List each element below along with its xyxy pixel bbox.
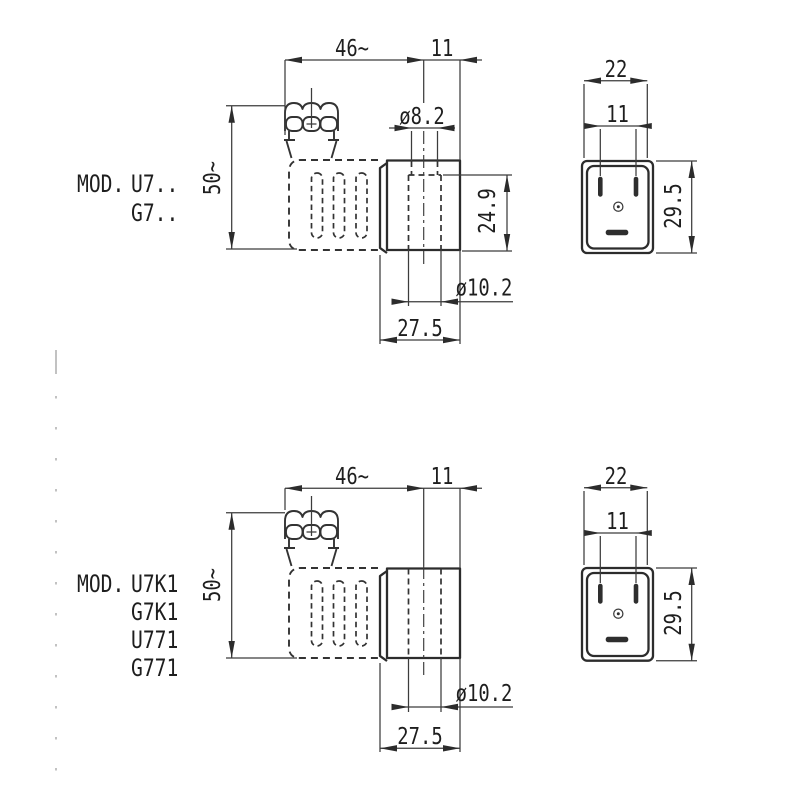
model-name: U771 — [131, 627, 178, 654]
dim-label-overall-width: 46~ — [335, 462, 369, 489]
connector-pin — [598, 176, 603, 197]
extension-lines — [583, 84, 697, 254]
model-name: G771 — [131, 655, 178, 682]
dim-label-connector-width: 22 — [605, 462, 628, 489]
dim-label-coil-height: 50~ — [198, 161, 225, 195]
dim-label-bore-large: ø10.2 — [456, 679, 513, 706]
connector-pin — [633, 176, 639, 197]
extension-lines — [583, 491, 697, 662]
dim-label-bore-small: ø8.2 — [399, 102, 444, 129]
front-view-bottom: 22 11 29.5 — [580, 462, 697, 662]
drawing-top: MOD. U7.. G7.. — [77, 34, 697, 344]
front-view-top: 22 11 29.5 — [580, 55, 697, 255]
dim-label-tube-offset: 11 — [431, 34, 454, 61]
drawing-bottom: MOD. U7K1 G7K1 U771 G771 — [77, 462, 697, 752]
coil-flange-outline — [378, 570, 388, 662]
connector-face — [585, 164, 650, 250]
model-name: U7K1 — [131, 571, 178, 598]
dim-label-bore-large: ø10.2 — [456, 274, 513, 301]
side-dims-bottom: 46~ 11 ø10.2 27.5 50~ — [198, 462, 513, 752]
ground-terminal — [605, 229, 629, 236]
gland-lobe — [285, 116, 304, 132]
bore-hidden-lines — [407, 568, 442, 658]
dim-label-overall-width: 46~ — [335, 34, 369, 61]
model-prefix: MOD. — [77, 571, 124, 598]
terminal-slot — [310, 172, 324, 239]
gland-centerline — [306, 88, 317, 128]
dim-label-body-width: 27.5 — [397, 314, 442, 341]
arrowheads — [228, 485, 477, 752]
dim-label-connector-height: 29.5 — [659, 183, 686, 228]
gland-neck — [284, 131, 339, 159]
extension-lines — [226, 488, 461, 752]
gland-centerline — [306, 496, 317, 536]
ground-terminal — [605, 636, 629, 643]
center-screw — [613, 201, 624, 212]
model-name: U7.. — [131, 171, 178, 198]
dim-label-pin-spacing: 11 — [606, 100, 629, 127]
cable-gland — [284, 496, 339, 567]
coil-flange-outline — [378, 162, 388, 254]
connector-outer-outline — [580, 159, 655, 255]
coil-body — [378, 131, 462, 268]
dim-label-pin-spacing: 11 — [606, 507, 629, 534]
center-screw — [613, 608, 624, 619]
bore-hidden-lines — [407, 161, 442, 250]
gland-neck — [284, 539, 339, 567]
dim-label-body-width: 27.5 — [397, 722, 442, 749]
terminal-slot — [332, 172, 346, 239]
terminal-slot — [332, 580, 346, 647]
model-name: G7.. — [131, 200, 178, 227]
terminal-slot — [310, 580, 324, 647]
connector-hidden-view — [288, 159, 378, 251]
arrowheads — [228, 56, 511, 344]
dimension-lines — [231, 487, 513, 749]
connector-outer-outline — [580, 566, 655, 662]
connector-face — [585, 571, 650, 658]
center-screw-dot — [616, 205, 620, 209]
side-view-top — [284, 88, 462, 268]
coil-body — [378, 566, 462, 676]
model-prefix: MOD. — [77, 171, 124, 198]
side-view-bottom — [284, 496, 462, 676]
dim-label-tube-offset: 11 — [431, 462, 454, 489]
dim-label-connector-height: 29.5 — [659, 590, 686, 635]
model-name: G7K1 — [131, 599, 178, 626]
dim-label-connector-width: 22 — [605, 55, 628, 82]
terminal-slot — [355, 580, 368, 647]
model-label-bottom: MOD. U7K1 G7K1 U771 G771 — [77, 571, 178, 682]
dim-label-bore-depth: 24.9 — [473, 188, 500, 233]
dim-label-coil-height: 50~ — [198, 568, 225, 602]
gland-lobe — [285, 524, 304, 540]
center-screw-dot — [616, 612, 620, 616]
connector-pin — [633, 583, 639, 604]
gland-lobe — [319, 116, 338, 132]
connector-pin — [598, 583, 603, 604]
model-label-top: MOD. U7.. G7.. — [77, 171, 178, 227]
side-dims-top: 46~ 11 ø8.2 24.9 ø10.2 27.5 50~ — [198, 34, 513, 344]
extension-lines — [226, 60, 512, 344]
gland-lobe — [319, 524, 338, 540]
terminal-slot — [355, 172, 368, 239]
connector-hidden-view — [288, 567, 378, 659]
cable-gland — [284, 88, 339, 159]
